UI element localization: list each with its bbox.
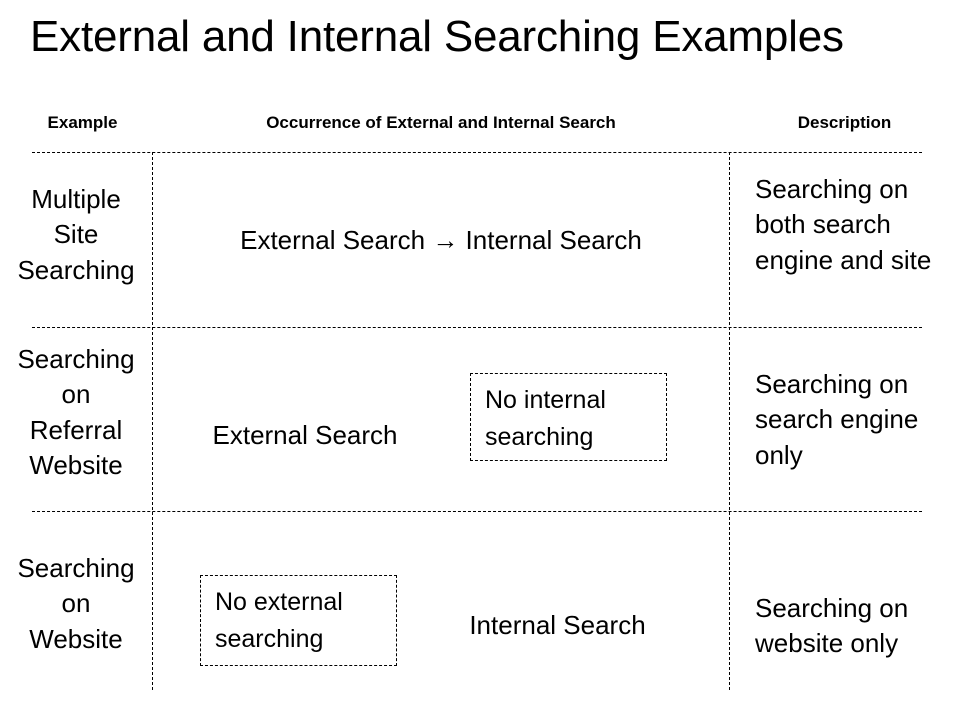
callout-no-internal-searching: No internal searching bbox=[470, 373, 667, 461]
table-divider-horizontal-2 bbox=[32, 511, 922, 512]
column-header-description: Description bbox=[797, 113, 892, 132]
callout-no-external-searching: No external searching bbox=[200, 575, 397, 666]
cell-occurrence-row-2: External Search bbox=[212, 420, 398, 450]
page-title: External and Internal Searching Examples bbox=[30, 12, 844, 61]
table-divider-horizontal-1 bbox=[32, 327, 922, 328]
cell-description-row-1: Searching on both search engine and site bbox=[755, 174, 932, 275]
table-divider-horizontal-top bbox=[32, 152, 922, 153]
cell-description-row-2: Searching on search engine only bbox=[755, 369, 919, 470]
cell-occurrence-row-3: Internal Search bbox=[469, 610, 646, 640]
table-divider-vertical-1 bbox=[152, 152, 153, 690]
column-header-occurrence: Occurrence of External and Internal Sear… bbox=[266, 113, 616, 132]
cell-occurrence-row-1: External Search → Internal Search bbox=[240, 225, 642, 255]
cell-description-row-3: Searching on website only bbox=[755, 593, 909, 659]
column-header-example: Example bbox=[47, 113, 118, 132]
table-divider-vertical-2 bbox=[729, 152, 730, 690]
